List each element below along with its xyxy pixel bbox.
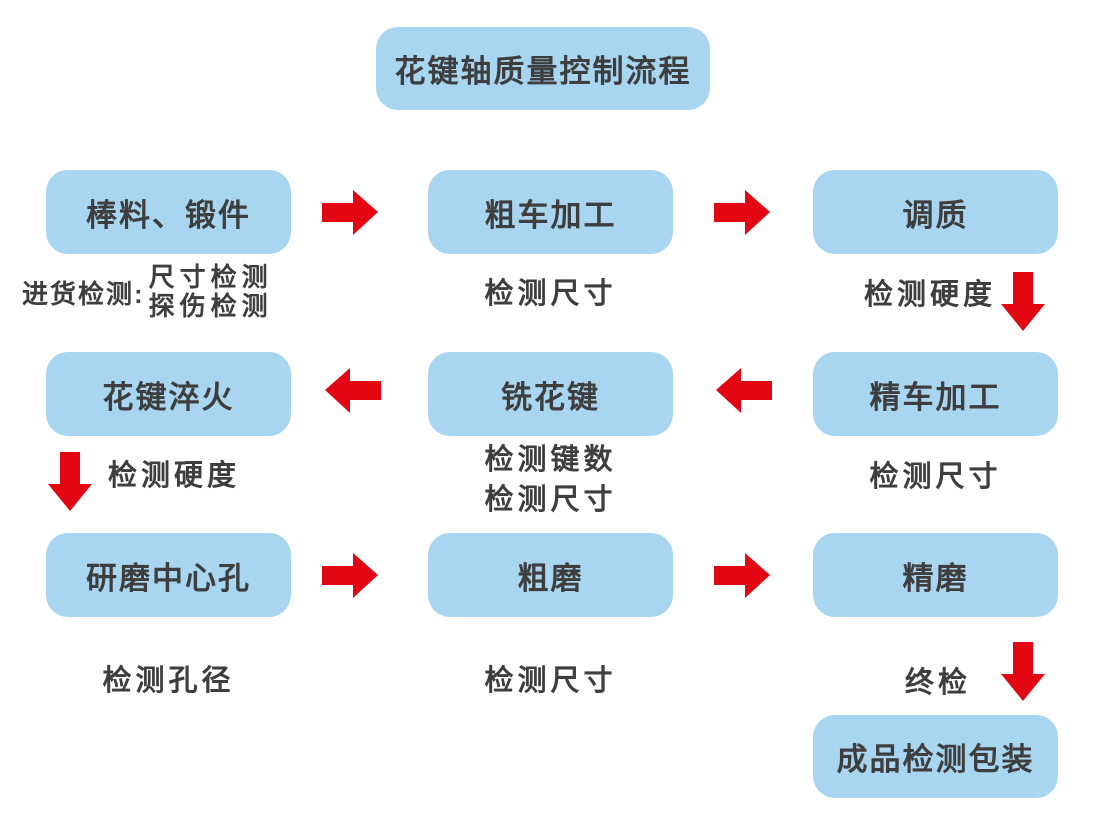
node-rough-grinding: 粗磨 xyxy=(428,533,673,617)
node-label: 铣花键 xyxy=(501,379,600,415)
node-label: 调质 xyxy=(902,197,969,233)
label-check-size-fine-turning: 检测尺寸 xyxy=(869,461,1002,493)
arrow-right-shape xyxy=(322,190,378,235)
incoming-inspection-item: 探伤检测 xyxy=(148,291,273,321)
label-check-hardness-spline-quenching: 检测硬度 xyxy=(108,460,241,492)
node-finished-packaging: 成品检测包装 xyxy=(813,715,1058,798)
label-check-size-rough-grinding: 检测尺寸 xyxy=(484,665,617,697)
incoming-inspection-item: 尺寸检测 xyxy=(148,262,273,292)
arrow-right-shape xyxy=(714,190,770,235)
node-label: 精车加工 xyxy=(869,379,1002,415)
label-check-size-rough-turning: 检测尺寸 xyxy=(484,278,617,310)
arrow-down-shape xyxy=(1001,642,1045,701)
label-check-spline-milling: 检测键数 检测尺寸 xyxy=(428,440,673,520)
arrow-down-shape xyxy=(1001,272,1045,331)
node-center-hole-grinding: 研磨中心孔 xyxy=(46,533,291,617)
node-label: 精磨 xyxy=(902,560,969,596)
node-label: 研磨中心孔 xyxy=(86,560,251,596)
label-final-inspection: 终检 xyxy=(904,667,971,699)
node-spline-quenching: 花键淬火 xyxy=(46,352,291,436)
arrow-left-icon xyxy=(325,368,381,413)
diagram-title-box: 花键轴质量控制流程 xyxy=(376,27,710,110)
arrow-left-shape xyxy=(716,368,772,413)
node-label: 成品检测包装 xyxy=(836,742,1035,777)
arrow-down-icon xyxy=(1001,272,1045,331)
node-label: 花键淬火 xyxy=(102,379,235,415)
node-bar-stock: 棒料、锻件 xyxy=(46,170,291,254)
label-check-hardness-tempering: 检测硬度 xyxy=(863,279,996,311)
label-line: 检测键数 xyxy=(484,444,617,476)
label-incoming-inspection: 进货检测: 尺寸检测 探伤检测 xyxy=(22,263,273,321)
node-rough-turning: 粗车加工 xyxy=(428,170,673,254)
arrow-right-icon xyxy=(322,190,378,235)
node-fine-grinding: 精磨 xyxy=(813,533,1058,617)
node-tempering: 调质 xyxy=(813,170,1058,254)
diagram-title: 花键轴质量控制流程 xyxy=(394,54,692,89)
arrow-right-icon xyxy=(714,553,770,598)
node-label: 棒料、锻件 xyxy=(86,197,251,233)
arrow-down-icon xyxy=(1001,642,1045,701)
node-label: 粗车加工 xyxy=(484,197,617,233)
node-label: 粗磨 xyxy=(517,560,584,596)
label-check-hole-diameter: 检测孔径 xyxy=(102,665,235,697)
node-spline-milling: 铣花键 xyxy=(428,352,673,436)
label-line: 检测尺寸 xyxy=(484,484,617,516)
arrow-down-shape xyxy=(48,452,92,511)
arrow-right-icon xyxy=(714,190,770,235)
arrow-down-icon xyxy=(48,452,92,511)
incoming-inspection-items: 尺寸检测 探伤检测 xyxy=(149,263,273,321)
arrow-right-shape xyxy=(322,553,378,598)
arrow-left-icon xyxy=(716,368,772,413)
arrow-right-icon xyxy=(322,553,378,598)
incoming-inspection-prefix: 进货检测: xyxy=(22,278,145,309)
node-fine-turning: 精车加工 xyxy=(813,352,1058,436)
arrow-left-shape xyxy=(325,368,381,413)
arrow-right-shape xyxy=(714,553,770,598)
